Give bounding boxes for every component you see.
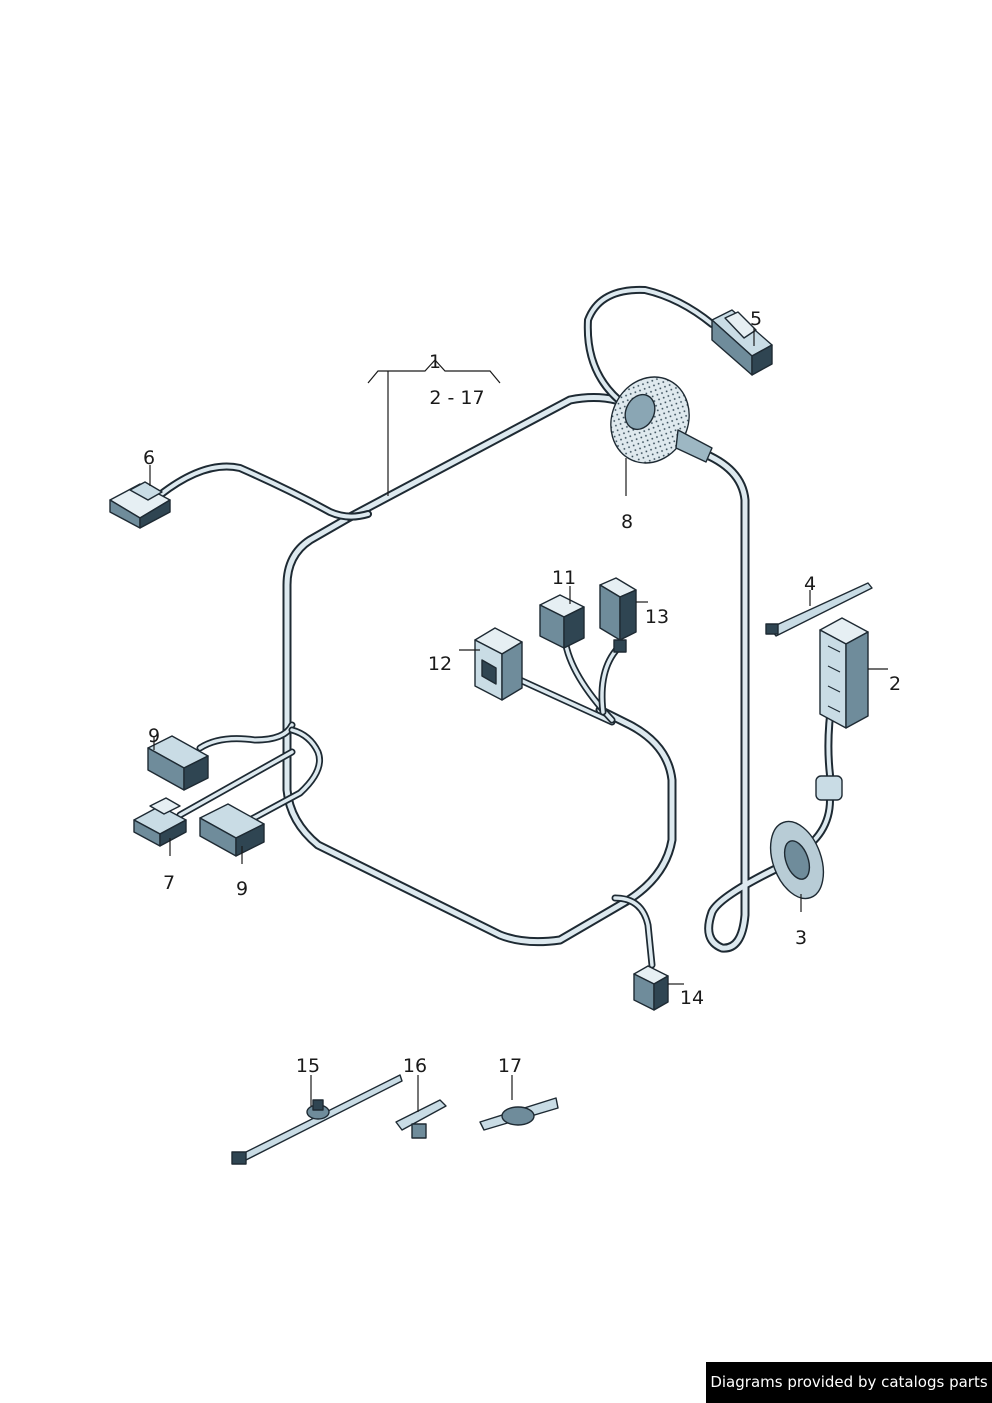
cable-to-connector-6 [156,462,372,521]
clip-17 [479,1097,559,1131]
label-11: 11 [552,567,576,589]
connector-5 [711,309,773,376]
cable-to-connector-14 [611,894,656,969]
cable-to-connectors-11-12-13 [516,636,622,726]
connector-11 [539,594,585,649]
label-12: 12 [428,653,452,675]
sleeve-2 [815,775,843,801]
label-1: 1 [429,351,441,373]
cable-to-connector-5 [583,285,716,409]
label-15: 15 [296,1055,320,1077]
connector-13 [599,577,637,653]
label-9-upper: 9 [148,725,160,747]
connector-9-upper [147,735,209,791]
connector-14 [633,965,669,1011]
grommet-8 [610,376,713,464]
label-3: 3 [795,927,807,949]
cable-main-loop [282,512,677,947]
connector-2 [819,617,869,729]
cable-long-right-loop [695,447,795,953]
label-13: 13 [645,606,669,628]
connector-9-lower [199,803,265,857]
cable-tie-15 [231,1074,403,1165]
label-14: 14 [680,987,704,1009]
label-5: 5 [750,308,762,330]
label-7: 7 [163,872,175,894]
connector-12 [474,627,523,701]
label-9-lower: 9 [236,878,248,900]
label-2: 2 [889,673,901,695]
leader-lines [149,328,888,1112]
clip-16 [395,1099,447,1139]
label-17: 17 [498,1055,522,1077]
label-8: 8 [621,511,633,533]
connector-7 [133,797,187,847]
label-4: 4 [804,573,816,595]
footer-credit: Diagrams provided by catalogs parts [706,1362,992,1403]
connector-6 [109,481,171,529]
cable-tie-4 [765,582,873,637]
label-16: 16 [403,1055,427,1077]
cable-upper-trunk [345,393,645,522]
grommet-3 [769,820,825,900]
label-6: 6 [143,447,155,469]
cable-to-connectors-9-7 [176,721,323,824]
label-range-2-17: 2 - 17 [429,387,484,409]
